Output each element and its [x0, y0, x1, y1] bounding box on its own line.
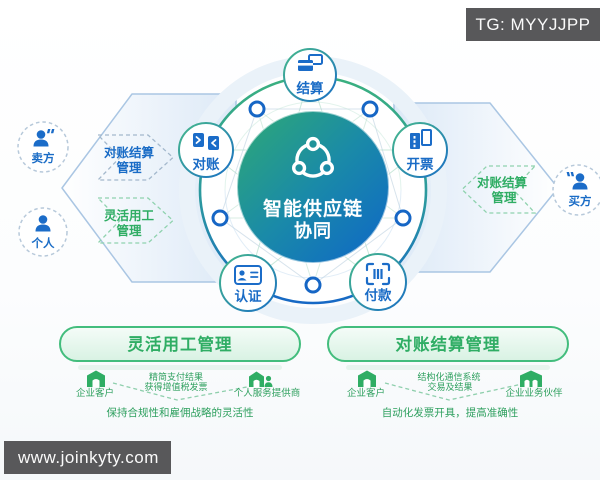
satellite-payment: 付款 [349, 253, 407, 311]
share-network-icon [292, 136, 335, 178]
panel-title-pill [59, 326, 301, 362]
dashed-exchange-connector [384, 382, 523, 401]
warehouse-icon [358, 370, 376, 387]
satellite-settlement: 结算 [283, 48, 337, 102]
tg-badge: TG: MYYJJPP [466, 8, 600, 41]
flow-left-top-line1: 对账结算 [104, 145, 155, 160]
flow-right-line2: 管理 [491, 190, 517, 205]
double-warehouse-icon [520, 370, 542, 387]
panel-flexible-title: 灵活用工管理 [128, 334, 233, 354]
ring-node-icon [394, 209, 412, 227]
warehouse-person-icon [249, 371, 273, 387]
panel-reconciliation-right-label: 企业业务伙伴 [505, 387, 563, 399]
dashed-exchange-connector [112, 382, 264, 401]
hub-circle: 智能供应链 协同 [236, 110, 390, 264]
satellite-invoicing-label: 开票 [407, 157, 434, 172]
scan-barcode-icon [365, 262, 391, 286]
panel-reconciliation-title: 对账结算管理 [396, 334, 501, 354]
panel-flexible-mid-line1: 精简支付结果 [149, 371, 203, 382]
panel-flexible-right-label: 个人服务提供商 [234, 387, 301, 399]
panel-reconciliation-mid-line1: 结构化通信系统 [417, 371, 480, 382]
flow-left-bottom-line2: 管理 [116, 223, 142, 238]
hub-title-line1: 智能供应链 [263, 197, 363, 220]
hub-title-line2: 协同 [294, 220, 332, 241]
panel-flexible-employment: 灵活用工管理 企业客户 精简支付结果 获得增值税发票 个人服务提供商 保持合规性… [59, 326, 301, 419]
panel-title-pill [327, 326, 569, 362]
pill-reflection [78, 365, 282, 370]
actor-individual: 个人 [18, 207, 68, 257]
pill-reflection [346, 365, 550, 370]
ring-node-icon [304, 276, 322, 294]
person-speaking-icon [566, 172, 588, 190]
person-icon [35, 215, 51, 232]
satellite-certification-label: 认证 [235, 288, 262, 304]
flow-arrow-reconciliation-left: 对账结算 管理 [96, 134, 174, 181]
dashed-right-arrow-icon [96, 134, 174, 181]
ring-node-icon [211, 209, 229, 227]
panel-flexible-mid-line2: 获得增值税发票 [144, 381, 207, 392]
id-card-icon [234, 265, 262, 285]
bank-cards-icon [298, 54, 323, 71]
invoice-tickets-icon [410, 129, 432, 149]
warehouse-icon [87, 370, 105, 387]
flow-arrow-flexible-left: 灵活用工 管理 [96, 197, 174, 244]
flow-left-top-line2: 管理 [116, 160, 142, 175]
dashed-right-arrow-icon [96, 197, 174, 244]
ring-nodes [211, 100, 412, 294]
matching-documents-icon [193, 133, 219, 150]
panel-reconciliation-note: 自动化发票开具，提高准确性 [382, 406, 519, 419]
site-watermark: www.joinkyty.com [4, 441, 171, 474]
flow-arrow-reconciliation-right: 对账结算 管理 [461, 165, 537, 214]
panel-reconciliation-mid-line2: 交易及结果 [427, 381, 472, 392]
ring-node-icon [361, 100, 379, 118]
satellite-invoicing: 开票 [392, 122, 448, 178]
actor-seller: 卖方 [17, 121, 69, 173]
satellite-certification: 认证 [219, 254, 277, 312]
actor-buyer-label: 买方 [569, 194, 592, 208]
satellite-payment-label: 付款 [365, 287, 392, 303]
panel-flexible-left-label: 企业客户 [76, 387, 114, 399]
flow-left-bottom-line1: 灵活用工 [104, 208, 155, 223]
satellite-reconciliation-label: 对账 [193, 156, 220, 172]
dashed-left-arrow-icon [461, 165, 537, 214]
flow-right-line1: 对账结算 [477, 175, 528, 190]
actor-seller-label: 卖方 [32, 151, 55, 165]
ring-node-icon [248, 100, 266, 118]
actor-individual-label: 个人 [31, 236, 55, 250]
panel-flexible-note: 保持合规性和雇佣战略的灵活性 [107, 406, 254, 419]
satellite-settlement-label: 结算 [297, 80, 324, 96]
panel-reconciliation-left-label: 企业客户 [347, 387, 385, 399]
actor-buyer: 买方 [552, 164, 600, 216]
satellite-reconciliation: 对账 [178, 122, 234, 178]
person-speaking-icon [33, 129, 55, 147]
panel-reconciliation-settlement: 对账结算管理 企业客户 结构化通信系统 交易及结果 企业业务伙伴 自动化发票开具… [327, 326, 569, 419]
